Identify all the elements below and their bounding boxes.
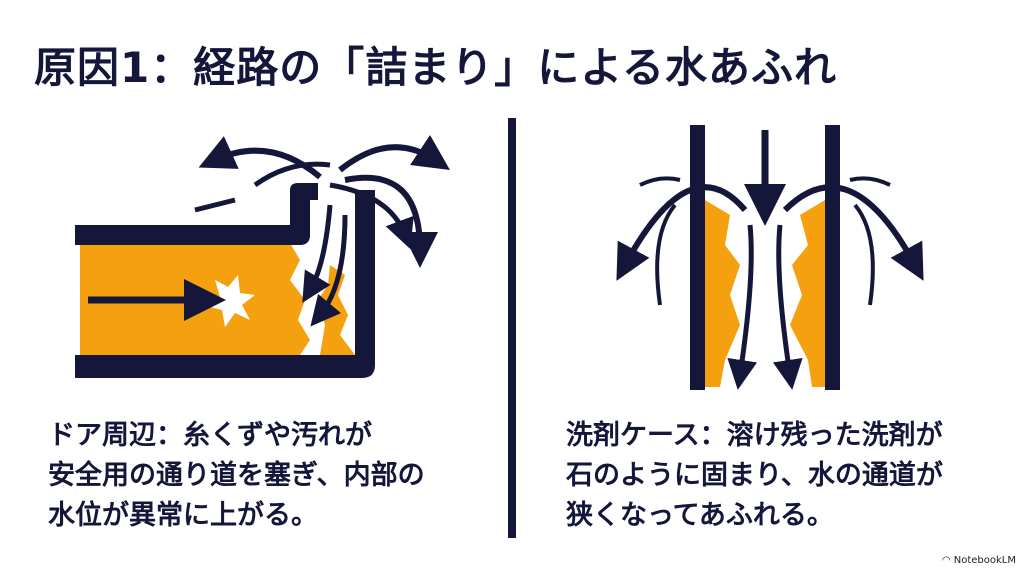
caption-line: 狭くなってあふれる。 [566,500,834,531]
overflow-arrow [329,182,414,250]
caption-line: ドア周辺：糸くずや汚れが [48,420,372,451]
caption-line: 洗剤ケース：溶け残った洗剤が [566,420,943,451]
flow-line [853,203,875,306]
caption-line: 安全用の通り道を塞ぎ、内部の [48,460,425,491]
channel-wall-outer [75,190,375,378]
overflow-arrow [338,135,450,173]
overflow-arrow [782,184,924,281]
slide-title: 原因1：経路の「詰まり」による水あふれ [34,43,837,92]
panel-divider [508,118,516,538]
notebooklm-logo-icon: ◠ [941,555,954,566]
door-clog-illustration [75,135,450,378]
overflow-arrow [198,136,322,180]
case-wall-left [690,125,705,390]
flow-arrow [727,224,758,390]
flow-line [639,176,681,187]
detergent-buildup [705,200,740,387]
flow-arrow [772,224,803,390]
splash-line [194,197,236,213]
right-caption: 洗剤ケース：溶け残った洗剤が 石のように固まり、水の通道が 狭くなってあふれる。 [566,416,943,536]
splash-line [253,161,331,188]
channel-wall [75,183,318,245]
flow-line [655,203,677,306]
overflow-arrow [616,184,748,281]
brand-label: NotebookLM [953,555,1016,566]
case-wall-right [825,125,840,390]
flow-line [849,176,891,187]
backflow-arrow [310,214,348,327]
detergent-clog-illustration [616,125,924,390]
caption-line: 水位が異常に上がる。 [48,500,318,531]
left-caption: ドア周辺：糸くずや汚れが 安全用の通り道を塞ぎ、内部の 水位が異常に上がる。 [48,416,425,536]
backflow-arrow [302,204,333,303]
caption-line: 石のように固まり、水の通道が [566,460,943,491]
detergent-buildup [790,200,825,387]
overflow-arrow [344,174,438,268]
notebooklm-watermark: ◠ NotebookLM [942,555,1016,566]
